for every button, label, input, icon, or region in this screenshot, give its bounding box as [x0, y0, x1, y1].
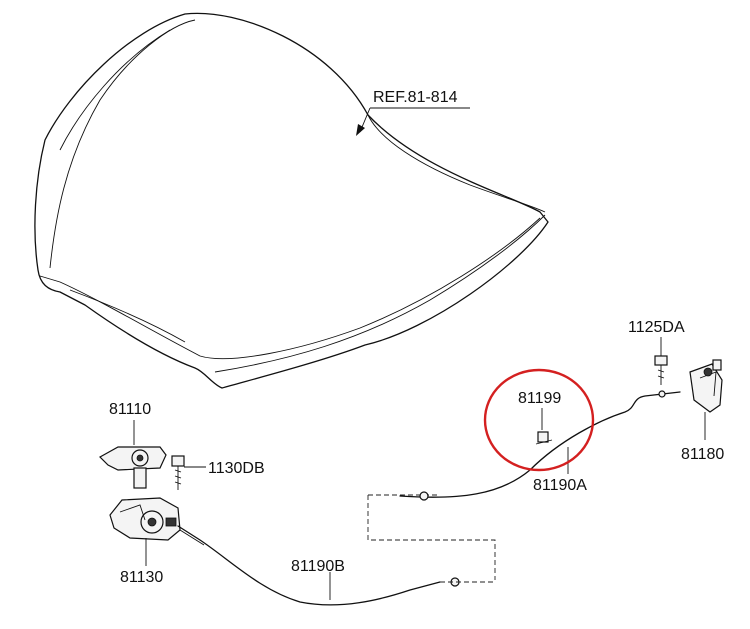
latch-bolt-part	[171, 455, 185, 490]
hood-ref-callout: REF.81-814	[356, 89, 470, 136]
hood-ref-label: REF.81-814	[373, 89, 458, 106]
cable-b-part	[177, 525, 460, 606]
upper-latch-label: 81110	[109, 401, 151, 418]
clip-label: 81199	[518, 390, 561, 407]
clip-part	[535, 431, 553, 445]
cable-a-part	[399, 390, 681, 501]
cable-b-dashed-box	[367, 494, 496, 583]
highlight-circle	[483, 368, 595, 472]
release-handle-label: 81180	[681, 446, 724, 463]
cable-b-label: 81190B	[291, 558, 345, 575]
latch-bolt-label: 1130DB	[208, 460, 265, 477]
release-handle-part	[689, 359, 723, 413]
lower-latch-part	[109, 497, 181, 541]
upper-latch-part	[99, 446, 167, 489]
lower-latch-label: 81130	[120, 569, 163, 586]
hood-panel	[34, 12, 549, 389]
handle-bolt-part	[654, 355, 668, 385]
cable-a-label: 81190A	[533, 477, 587, 494]
handle-bolt-label: 1125DA	[628, 319, 685, 336]
